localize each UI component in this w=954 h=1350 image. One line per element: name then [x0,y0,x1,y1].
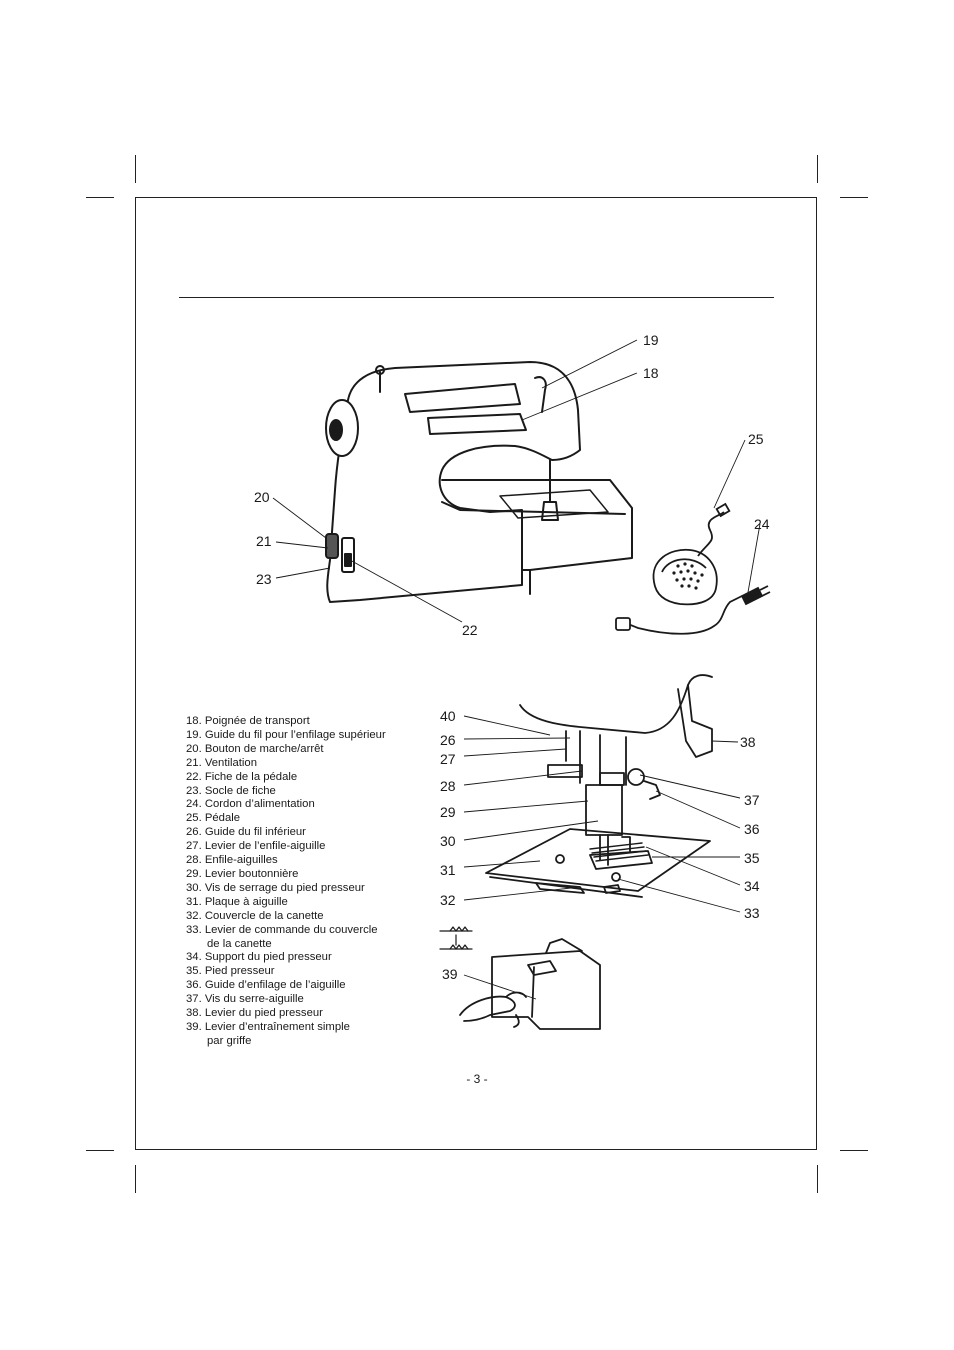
callout-26: 26 [440,732,456,748]
legend-item: 37. Vis du serre-aiguille [186,993,304,1006]
callout-40: 40 [440,708,456,724]
callout-37: 37 [744,792,760,808]
legend-item: 28. Enfile-aiguilles [186,854,278,867]
legend-item: 23. Socle de fiche [186,784,276,797]
page-number: - 3 - [466,1072,488,1086]
callout-27: 27 [440,751,456,767]
legend-item: 25. Pédale [186,812,241,825]
legend-item: 38. Levier du pied presseur [186,1007,323,1020]
callout-39: 39 [442,966,458,982]
legend-item: 24. Cordon d’alimentation [186,798,315,811]
crop-mark [135,1165,136,1193]
legend-item: 27. Levier de l’enfile-aiguille [186,840,326,853]
callout-33: 33 [744,905,760,921]
legend-item: 31. Plaque à aiguille [186,895,288,908]
callout-35: 35 [744,850,760,866]
legend-item: 36. Guide d’enfilage de l’aiguille [186,979,346,992]
legend-item: 34. Support du pied presseur [186,951,332,964]
header-rule [179,297,774,298]
legend-item: 33. Levier de commande du couvercle [186,923,378,936]
crop-mark [817,1165,818,1193]
crop-mark [86,1150,114,1151]
legend-item: 35. Pied presseur [186,965,275,978]
callout-22: 22 [462,622,478,638]
callout-21: 21 [256,533,272,549]
callout-25: 25 [748,431,764,447]
callout-31: 31 [440,862,456,878]
crop-mark [817,155,818,183]
callout-23: 23 [256,571,272,587]
legend-item: 29. Levier boutonnière [186,867,299,880]
callout-28: 28 [440,778,456,794]
legend-item: 21. Ventilation [186,756,257,769]
crop-mark [840,1150,868,1151]
legend-item: 32. Couvercle de la canette [186,909,324,922]
callout-20: 20 [254,489,270,505]
callout-30: 30 [440,833,456,849]
callout-24: 24 [754,516,770,532]
callout-32: 32 [440,892,456,908]
legend-item: 26. Guide du fil inférieur [186,826,306,839]
callout-29: 29 [440,804,456,820]
callout-19: 19 [643,332,659,348]
callout-38: 38 [740,734,756,750]
legend-item: 19. Guide du fil pour l’enfilage supérie… [186,728,386,741]
callout-34: 34 [744,878,760,894]
needle-area-illustration: 40 26 27 28 29 30 31 32 38 37 36 35 34 3… [439,674,760,1030]
legend-item: 22. Fiche de la pédale [186,770,298,783]
legend-item: 20. Bouton de marche/arrêt [186,742,324,755]
crop-mark [135,155,136,183]
legend-item: 39. Levier d’entraînement simple [186,1020,350,1033]
legend-item: 30. Vis de serrage du pied presseur [186,881,365,894]
crop-mark [840,197,868,198]
sewing-machine-rear-illustration: 19 18 25 24 20 21 23 22 [254,332,771,638]
page-frame [135,197,817,1150]
crop-mark [86,197,114,198]
legend-item: 18. Poignée de transport [186,715,310,727]
callout-36: 36 [744,821,760,837]
callout-18: 18 [643,365,659,381]
legend-item-continuation: par griffe [207,1034,252,1047]
legend-item-continuation: de la canette [207,937,272,950]
